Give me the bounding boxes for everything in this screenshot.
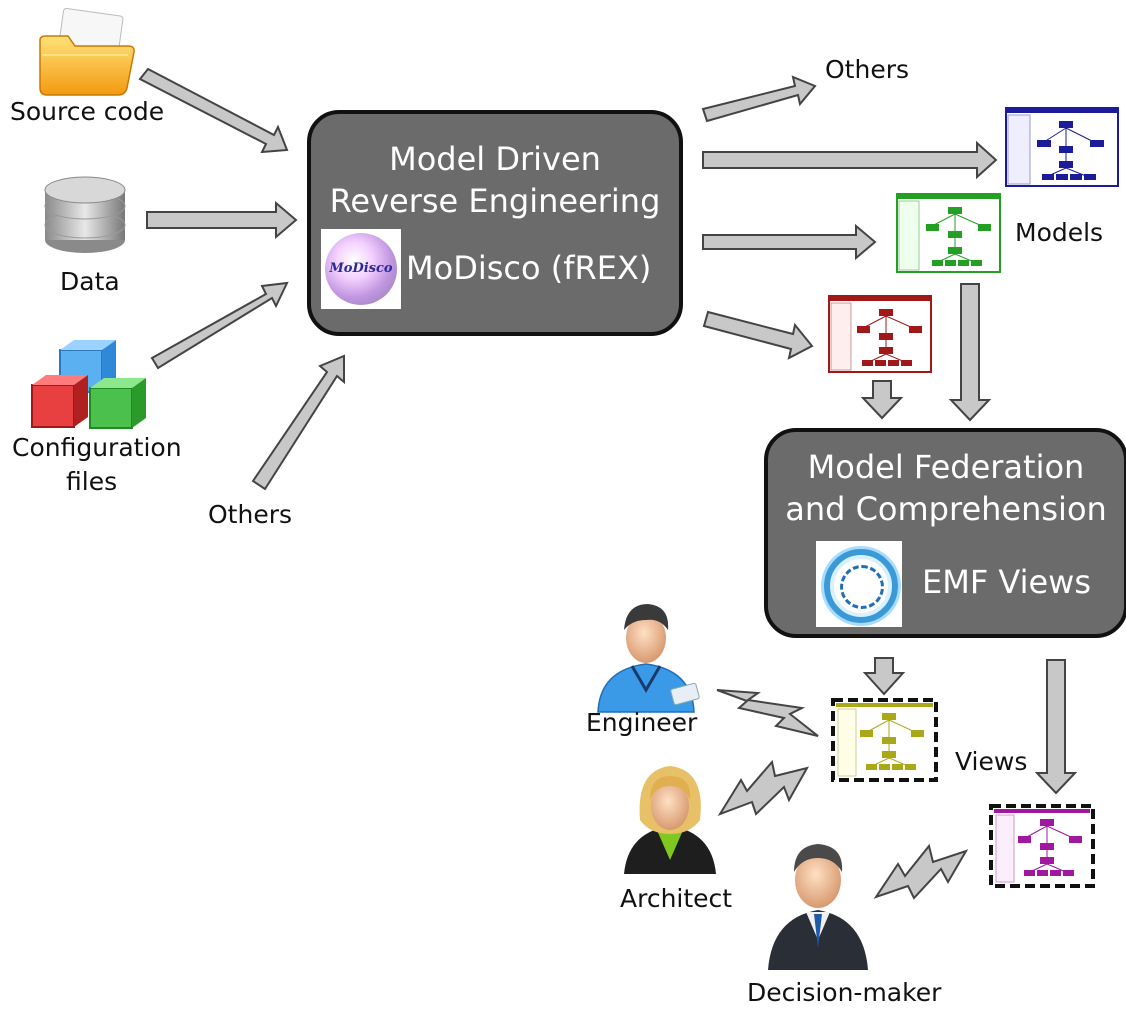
arrow-data-to-mdre [146,200,298,240]
modisco-logo: MoDisco [321,229,401,309]
federation-title-line-1: Model Federation [807,448,1085,486]
arrow-federation-to-magenta-view [1034,659,1078,795]
database-icon [44,176,126,253]
architect-icon [624,766,716,874]
mdre-title-line-1: Model Driven [389,140,601,178]
engineer-icon [597,604,700,713]
arrow-others-to-mdre [251,354,345,491]
federation-box: Model Federation and Comprehension [764,428,1126,638]
arrow-source-to-mdre [138,67,289,154]
model-diagram-green [896,193,1001,273]
mdre-tool-name: MoDisco (fREX) [406,249,652,287]
view-diagram-yellow [831,698,938,782]
label-config-line-2: files [66,467,118,496]
label-architect: Architect [620,884,733,913]
federation-title-line-2: and Comprehension [785,490,1107,528]
label-config-line-1: Configuration [12,433,182,462]
arrow-models-to-federation [948,283,992,422]
emf-views-logo [816,541,902,627]
label-views: Views [955,747,1028,776]
label-source-code: Source code [10,97,165,126]
arrow-mdre-to-others [701,75,817,123]
cubes-icon [31,340,146,429]
label-output-others: Others [825,55,910,84]
federation-tool-name: EMF Views [922,563,1092,601]
label-models: Models [1015,218,1104,247]
lightning-engineer [716,689,819,737]
arrow-mdre-to-blue-model [702,140,998,180]
model-diagram-blue [1005,107,1119,187]
lightning-architect [717,759,810,816]
folder-icon [39,7,135,96]
arrow-federation-to-yellow-view [862,657,906,696]
mdre-title-line-2: Reverse Engineering [329,182,661,220]
decision-maker-icon [768,844,868,970]
mdre-box: Model Driven Reverse Engineering [307,110,683,336]
label-input-others: Others [208,500,293,529]
label-data: Data [60,267,120,296]
modisco-logo-text: MoDisco [329,261,393,276]
label-engineer: Engineer [586,708,698,737]
arrow-mdre-to-red-model [702,310,814,360]
arrow-red-to-federation [860,380,904,420]
label-decision-maker: Decision-maker [747,978,942,1007]
arrow-config-to-mdre [150,281,289,370]
model-diagram-red [828,295,932,373]
view-diagram-magenta [989,804,1095,888]
lightning-decision-maker [873,843,969,900]
arrow-mdre-to-green-model [702,223,877,261]
